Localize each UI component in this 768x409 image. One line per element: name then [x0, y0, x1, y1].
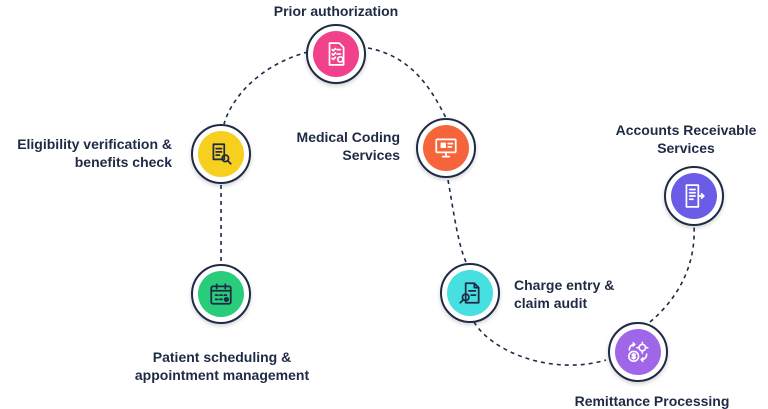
label-prior-authorization: Prior authorization — [256, 2, 416, 20]
connector-medical-to-charge — [447, 179, 467, 263]
label-line: Charge entry & — [514, 277, 615, 293]
label-eligibility-verification: Eligibility verification & benefits chec… — [0, 135, 172, 171]
label-line: appointment management — [134, 367, 310, 383]
label-charge-entry: Charge entry & claim audit — [514, 276, 654, 312]
node-medical-coding-fill — [423, 125, 469, 171]
label-line: Medical Coding — [296, 129, 400, 145]
label-line: benefits check — [74, 154, 172, 170]
label-line: Prior authorization — [273, 3, 399, 19]
connector-prior-to-eligibility — [223, 51, 309, 125]
node-accounts-receivable-fill — [671, 173, 717, 219]
label-accounts-receivable: Accounts Receivable Services — [606, 121, 766, 157]
node-charge-entry-fill — [447, 270, 493, 316]
node-charge-entry — [440, 263, 500, 323]
connector-charge-to-remittance — [473, 321, 607, 366]
invoice-document-icon — [685, 184, 705, 208]
connector-prior-to-medical — [367, 47, 447, 119]
label-line: Services — [657, 140, 715, 156]
document-search-icon — [212, 143, 232, 165]
label-line: Patient scheduling & — [152, 349, 292, 365]
node-eligibility-fill — [198, 131, 244, 177]
label-remittance-processing: Remittance Processing — [554, 392, 750, 409]
document-checklist-icon — [328, 42, 345, 66]
calendar-icon — [210, 283, 232, 305]
label-line: claim audit — [514, 295, 588, 311]
node-prior-authorization — [306, 24, 366, 84]
node-remittance-fill — [615, 329, 661, 375]
payment-cycle-icon — [627, 341, 649, 363]
label-line: Eligibility verification & — [17, 136, 172, 152]
audit-document-icon — [459, 282, 480, 304]
label-patient-scheduling: Patient scheduling & appointment managem… — [112, 348, 332, 384]
node-accounts-receivable — [664, 166, 724, 226]
label-medical-coding: Medical Coding Services — [248, 128, 400, 164]
node-remittance-processing — [608, 322, 668, 382]
node-prior-authorization-fill — [313, 31, 359, 77]
node-patient-scheduling-fill — [198, 271, 244, 317]
label-line: Remittance Processing — [574, 393, 730, 409]
connector-remittance-to-accounts — [649, 225, 695, 323]
node-eligibility-verification — [191, 124, 251, 184]
label-line: Accounts Receivable — [615, 122, 757, 138]
node-patient-scheduling — [191, 264, 251, 324]
node-medical-coding — [416, 118, 476, 178]
computer-monitor-icon — [435, 138, 457, 158]
label-line: Services — [342, 147, 400, 163]
